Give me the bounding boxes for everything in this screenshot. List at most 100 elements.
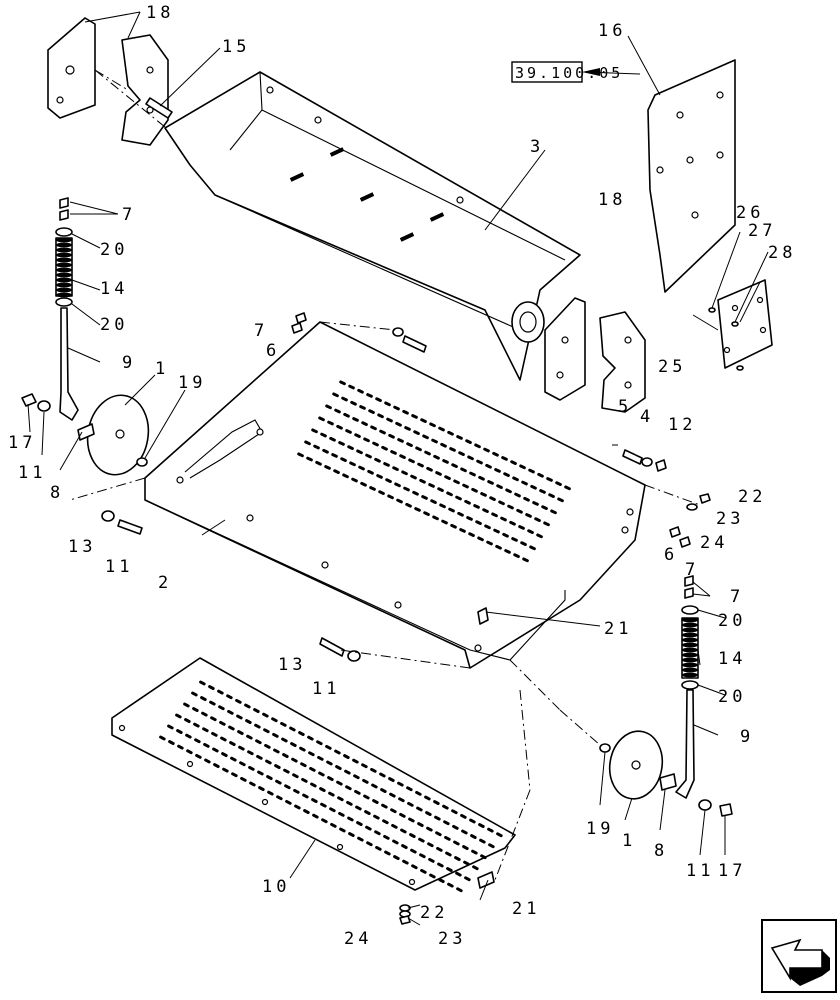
sieve-slot	[374, 457, 381, 463]
sieve-slot	[382, 819, 389, 825]
sieve-slot	[327, 420, 334, 426]
sieve-slot	[308, 751, 315, 757]
sieve-slot	[429, 422, 436, 428]
sieve-slot	[226, 694, 233, 700]
sieve-slot	[183, 702, 190, 708]
sieve-slot	[511, 537, 518, 542]
callout: 23	[438, 929, 466, 949]
callout: 11	[686, 861, 714, 881]
sieve-slot	[177, 744, 184, 750]
next-page-button[interactable]	[761, 919, 837, 993]
callout: 9	[740, 727, 754, 747]
sieve-slot	[325, 744, 332, 750]
sieve-slot	[246, 734, 253, 740]
sieve-slot	[345, 785, 352, 791]
sieve-slot	[454, 856, 461, 862]
sieve-slot	[292, 773, 299, 779]
sieve-slot	[480, 492, 487, 497]
sieve-slot	[471, 849, 478, 855]
sieve-slot	[445, 851, 452, 857]
sieve-slot	[282, 753, 289, 759]
sieve-slot	[447, 430, 454, 436]
sieve-slot	[546, 477, 553, 482]
callout: 17	[8, 433, 36, 453]
callout: 27	[748, 221, 776, 241]
sieve-slot	[451, 809, 458, 815]
sieve-slot	[219, 720, 226, 726]
sieve-slot	[476, 459, 483, 465]
sieve-slot	[392, 839, 399, 845]
callout: 20	[100, 315, 128, 335]
callout: 23	[716, 509, 744, 529]
sieve-slot	[385, 478, 392, 483]
sieve-slot	[478, 475, 485, 481]
sieve-slot	[351, 477, 358, 483]
sieve-slot	[339, 827, 346, 833]
sieve-slot	[390, 450, 397, 455]
callout: 8	[654, 841, 668, 861]
sieve-slot	[514, 492, 521, 498]
sieve-slot	[244, 703, 251, 709]
sieve-slot	[329, 436, 336, 442]
small-hardware	[291, 307, 744, 925]
sieve-slot	[310, 782, 317, 788]
sieve-slot	[407, 801, 414, 807]
sieve-slot	[462, 845, 469, 851]
sieve-slot	[266, 775, 273, 781]
sieve-slot	[466, 516, 473, 521]
sieve-slot	[255, 739, 262, 745]
sieve-slot	[482, 508, 489, 513]
sieve-slot	[373, 814, 380, 820]
sieve-slot	[335, 765, 342, 771]
sieve-slot	[369, 486, 376, 491]
sieve-slot	[353, 774, 360, 780]
sieve-slot	[303, 809, 310, 815]
housing-3	[164, 71, 581, 381]
sieve-slot	[185, 733, 192, 739]
sieve-slot	[402, 409, 409, 415]
sieve-slot	[202, 727, 209, 733]
sieve-slot	[333, 469, 340, 474]
reference-box[interactable]: 39.100.05	[511, 61, 623, 83]
sieve-slot	[345, 429, 352, 434]
sieve-slot	[336, 780, 343, 786]
sieve-slot	[421, 495, 428, 500]
sieve-slot	[367, 469, 374, 475]
sieve-slot	[487, 480, 494, 485]
sieve-slot	[253, 708, 260, 714]
sieve-slot	[276, 795, 283, 801]
callout: 20	[718, 611, 746, 631]
reference-label: 39.100.05	[515, 64, 623, 82]
sieve-slot	[389, 792, 396, 798]
sieve-slot	[408, 458, 415, 464]
spring-coil	[56, 292, 72, 298]
sieve-slot	[199, 680, 206, 686]
sieve-slot	[446, 491, 453, 497]
sieve-slot	[518, 525, 525, 530]
sieve-slot	[473, 504, 480, 509]
sieve-slot	[356, 449, 363, 455]
sieve-slot	[393, 405, 400, 411]
callout: 28	[768, 243, 796, 263]
sieve-slot	[423, 511, 430, 516]
sieve-slot	[477, 536, 484, 542]
callout: 5	[618, 397, 632, 417]
sieve-frame-2	[144, 321, 646, 669]
callout-numbers: 18 15 16 3 18 7 20 14 20 9 1 19 17 11 8 …	[8, 3, 796, 949]
sieve-slot	[488, 843, 495, 849]
sieve-slot	[378, 490, 385, 495]
sieve-slot	[247, 750, 254, 756]
sieve-slot	[398, 797, 405, 803]
pin-15	[145, 97, 173, 119]
sieve-slot	[452, 824, 459, 830]
sieve-slot	[364, 810, 371, 816]
sieve-slot	[479, 838, 486, 844]
callout: 11	[105, 557, 133, 577]
callout: 6	[664, 545, 678, 565]
sieve-slot	[541, 505, 548, 510]
sieve-slot	[370, 767, 377, 773]
sieve-slot	[209, 700, 216, 706]
sieve-slot	[360, 481, 367, 487]
sieve-slot	[254, 723, 261, 729]
